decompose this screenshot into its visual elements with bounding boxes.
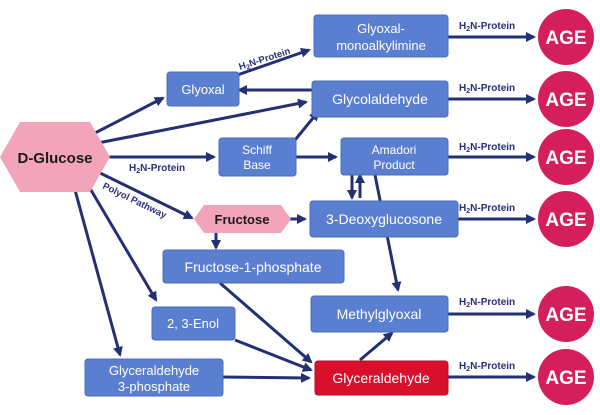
age-label: AGE [545,368,586,389]
node-fructose: Fructose [194,205,291,233]
age-node-4: AGE [538,191,594,247]
edge-glucose-g3p [73,189,123,357]
node-glyceraldehyde: Glyceraldehyde [314,360,449,396]
glyceraldehyde-box [314,360,449,396]
age-node-5: AGE [538,286,594,342]
node-glyoxal-monoalkylimine: Glyoxal- monoalkylimine [313,14,449,58]
age-node-1: AGE [538,9,594,65]
age-label: AGE [545,148,586,169]
2-3-enol-label: 2, 3-Enol [167,316,219,331]
edge-label-glucose-schiff: H2N-Protein [129,163,185,175]
edge-label-amadori-age: H2N-Protein [459,142,515,154]
age-node-6: AGE [538,349,594,405]
3-deoxyglucosone-box [309,200,459,238]
node-methylglyoxal: Methylglyoxal [310,295,449,333]
edge-label-glycolaldehyde-age: H2N-Protein [459,83,515,95]
age-circle [538,349,594,405]
glyoxal-monoalkylimine-label-line1: Glyoxal- [357,21,405,36]
2-3-enol-box [151,306,236,341]
edge-glyceraldehyde-methylglyoxal [359,331,394,362]
glyoxal-label: Glyoxal [181,82,224,97]
glyoxal-box [166,71,240,107]
amadori-product-box [340,137,449,176]
edge-g3p-glyceraldehyde [222,372,311,383]
edge-glucose-enol [86,184,158,302]
age-node-2: AGE [538,71,594,127]
methylglyoxal-box [310,295,449,333]
edge-label-methylglyoxal-age: H2N-Protein [459,297,515,309]
glyceraldehyde-label: Glyceraldehyde [332,370,429,386]
fructose-1-phosphate-box [162,249,345,284]
edge-glucose-glycolaldehyde [97,98,308,145]
edge-label-mono-age: H2N-Protein [459,21,515,33]
amadori-product-label-line1: Amadori [372,143,417,157]
age-node-3: AGE [538,129,594,185]
edge-f1p-glyceraldehyde [219,281,313,364]
node-d-glucose: D-Glucose [0,122,110,192]
glyceraldehyde-3-phosphate-label-line2: 3-phosphate [118,379,190,394]
age-circle [538,129,594,185]
fructose-hexagon [194,205,291,233]
edge-glucose-glyoxal [94,96,165,135]
d-glucose-label: D-Glucose [17,150,92,167]
age-label: AGE [545,210,586,231]
age-circle [538,9,594,65]
glyceraldehyde-3-phosphate-label-line1: Glyceraldehyde [109,363,199,378]
node-fructose-1-phosphate: Fructose-1-phosphate [162,249,345,284]
glyceraldehyde-3-phosphate-box [84,358,224,397]
glyoxal-monoalkylimine-label-line2: monoalkylimine [336,38,426,53]
glyoxal-monoalkylimine-box [313,14,449,58]
age-circle [538,71,594,127]
d-glucose-hexagon [0,122,110,192]
edge-enol-glyceraldehyde [234,338,313,372]
node-glyceraldehyde-3-phosphate: Glyceraldehyde 3-phosphate [84,358,224,397]
age-label: AGE [545,305,586,326]
node-schiff-base: Schiff Base [218,137,297,177]
node-glyoxal: Glyoxal [166,71,240,107]
node-3-deoxyglucosone: 3-Deoxyglucosone [309,200,459,238]
methylglyoxal-label: Methylglyoxal [337,306,422,322]
edge-label-glyceraldehyde-age: H2N-Protein [459,361,515,373]
edge-glucose-fructose [97,170,194,220]
age-label: AGE [545,90,586,111]
glycolaldehyde-box [311,80,449,118]
edge-label-deoxy-age: H2N-Protein [459,203,515,215]
schiff-base-label-line2: Base [243,158,271,172]
schiff-base-box [218,137,297,177]
node-amadori-product: Amadori Product [340,137,449,176]
age-circle [538,191,594,247]
age-circle [538,286,594,342]
3-deoxyglucosone-label: 3-Deoxyglucosone [326,211,442,227]
glycolaldehyde-label: Glycolaldehyde [332,91,428,107]
node-glycolaldehyde: Glycolaldehyde [311,80,449,118]
age-label: AGE [545,28,586,49]
schiff-base-label-line1: Schiff [242,143,272,157]
fructose-label: Fructose [215,212,270,227]
amadori-product-label-line2: Product [373,158,415,172]
node-2-3-enol: 2, 3-Enol [151,306,236,341]
fructose-1-phosphate-label: Fructose-1-phosphate [185,259,322,275]
